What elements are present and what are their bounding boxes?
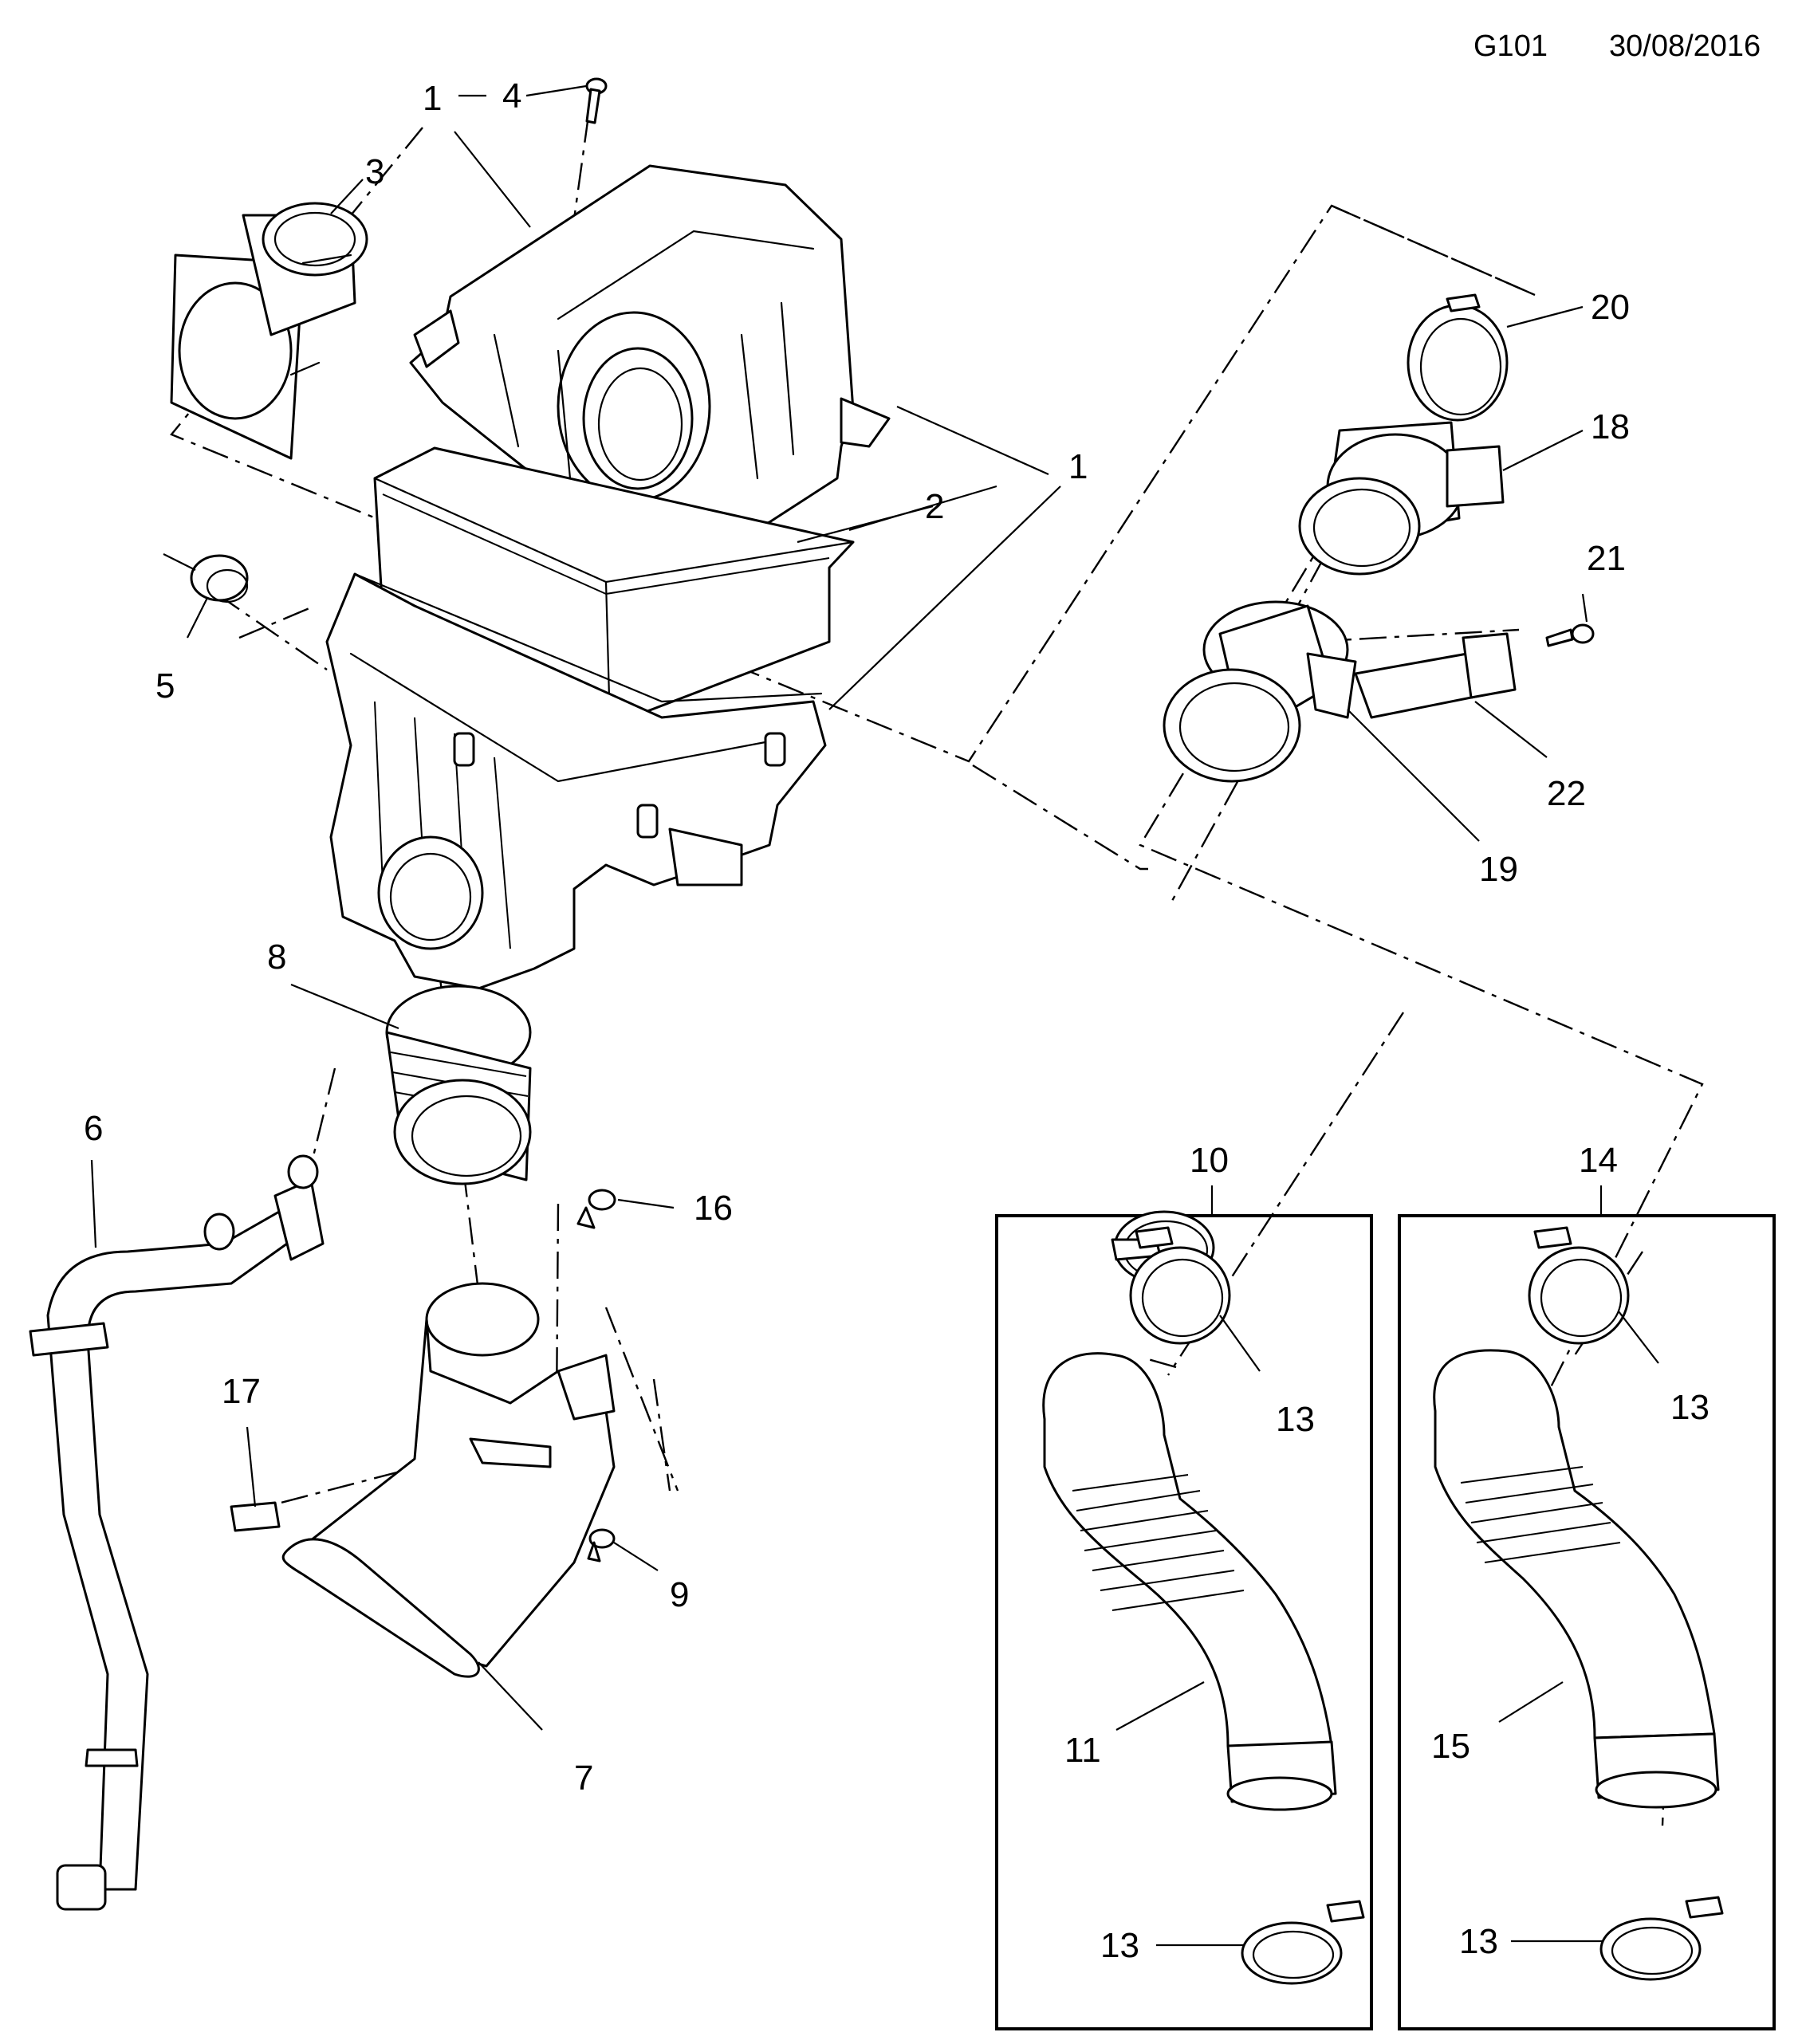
callout-15: 15 <box>1431 1727 1470 1766</box>
callout-18: 18 <box>1591 407 1630 446</box>
callout-5: 5 <box>155 666 175 706</box>
callout-17: 17 <box>222 1372 261 1411</box>
callout-1-top: 1 <box>423 79 442 118</box>
callout-13-box10-bottom: 13 <box>1100 1926 1139 1965</box>
callout-11: 11 <box>1064 1731 1101 1770</box>
bolt-4 <box>585 77 608 124</box>
sensor-22-screw-21 <box>1354 623 1595 719</box>
clamps-13 <box>1129 1226 1724 1985</box>
callout-9: 9 <box>670 1575 689 1614</box>
adapter-flange <box>170 202 368 460</box>
callout-22: 22 <box>1547 774 1586 813</box>
callout-1-right: 1 <box>1068 447 1088 486</box>
clamp-20 <box>1407 293 1509 422</box>
air-mass-sensor-18 <box>1298 421 1505 576</box>
air-intake-duct-7 <box>281 1282 616 1678</box>
callout-19: 19 <box>1479 850 1518 889</box>
grommet-5 <box>190 554 249 603</box>
callout-3: 3 <box>365 152 384 191</box>
callout-10: 10 <box>1190 1141 1229 1180</box>
callout-2: 2 <box>925 487 944 526</box>
callout-13-box14-top: 13 <box>1670 1388 1710 1427</box>
diagram-code: G101 <box>1473 29 1548 63</box>
callout-numbers: 1 4 3 1 2 5 8 6 16 17 9 7 20 18 21 22 19… <box>84 77 1710 1965</box>
callout-4: 4 <box>502 77 521 116</box>
callout-8: 8 <box>267 937 286 977</box>
air-cleaner-cover <box>409 164 891 560</box>
callout-7: 7 <box>574 1759 593 1798</box>
bellows-hose-8 <box>385 985 532 1185</box>
callout-13-box14-bottom: 13 <box>1459 1922 1498 1961</box>
callout-21: 21 <box>1587 539 1626 578</box>
diagram-date: 30/08/2016 <box>1609 29 1761 63</box>
vent-hose-6 <box>29 1154 325 1911</box>
air-cleaner-housing-lower <box>325 572 827 990</box>
leader-lines <box>90 85 1659 1947</box>
sensor-housing-19 <box>1163 600 1357 783</box>
callout-13-box10-top: 13 <box>1276 1400 1315 1439</box>
callout-14: 14 <box>1579 1141 1618 1180</box>
callout-16: 16 <box>694 1189 733 1228</box>
fasteners-16-9-17 <box>230 1189 616 1562</box>
kit-box-14 <box>1398 1214 1776 2030</box>
callout-6: 6 <box>84 1109 103 1148</box>
callout-20: 20 <box>1591 288 1630 327</box>
air-hose-15 <box>1433 1349 1720 1809</box>
